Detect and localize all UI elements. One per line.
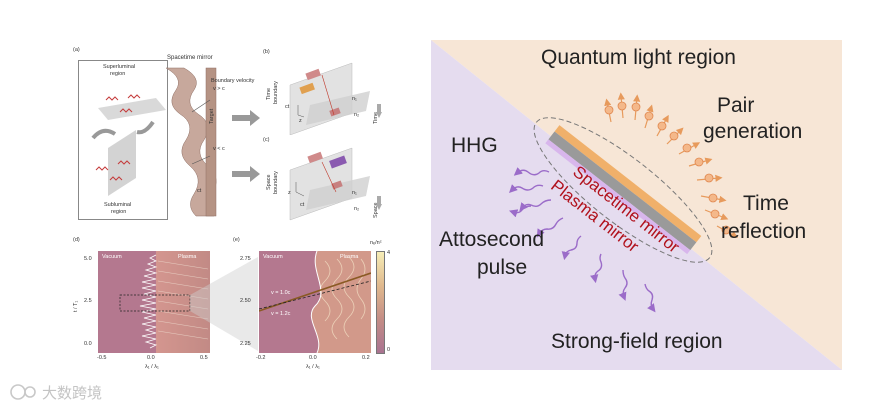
panel-e-ytick-3: 2.25 — [240, 341, 251, 347]
panel-c-ct: ct — [300, 202, 305, 208]
panel-d-vacuum: Vacuum — [102, 254, 122, 260]
panel-c-illustration — [289, 147, 370, 221]
panel-e-ytick-1: 2.75 — [240, 256, 251, 262]
panel-e-plot — [259, 251, 371, 353]
v-gt-c-label: v > c — [213, 86, 225, 92]
watermark: 大数跨境 — [10, 380, 102, 404]
panel-b-n2: n₂ — [354, 112, 360, 118]
colorbar-max: 4 — [387, 250, 391, 256]
panel-d-xlabel: λ₁ / λ₁ — [145, 364, 159, 370]
panel-a-box — [78, 60, 168, 220]
v-lt-c-label: v < c — [213, 146, 225, 152]
panel-b-side-1: Time — [266, 87, 272, 100]
arrow-to-b — [232, 110, 260, 126]
time-reflection-line-2: reflection — [721, 220, 807, 243]
boundary-velocity-label: Boundary velocity — [211, 78, 255, 84]
panel-d-plot — [98, 251, 210, 353]
watermark-logo-icon — [10, 384, 36, 400]
panel-e-ytick-2: 2.50 — [240, 298, 251, 304]
panel-e-xtick-3: 0.2 — [362, 355, 370, 361]
panel-d-ylabel: t / T₁ — [73, 300, 79, 312]
panel-d-xtick-1: -0.5 — [97, 355, 107, 361]
panel-c-n2: n₂ — [354, 206, 360, 212]
hhg-label: HHG — [451, 134, 498, 157]
panel-d-ytick-2: 2.5 — [84, 298, 92, 304]
strong-field-region-label: Strong-field region — [551, 330, 723, 353]
attosecond-pulse-line-1: Attosecond — [439, 228, 545, 251]
panel-e-label: (e) — [233, 237, 240, 243]
panel-a-illustration — [91, 67, 217, 217]
v1-label: v = 1.0c — [271, 290, 291, 296]
time-reflection-line-1: Time — [743, 192, 789, 215]
panel-d-plasma: Plasma — [178, 254, 197, 260]
panel-c-z: z — [288, 190, 291, 196]
panel-b-z: z — [299, 118, 302, 124]
panel-c-n1: n₁ — [352, 190, 357, 196]
arrow-to-c — [232, 166, 260, 182]
time-arrow-icon — [376, 104, 382, 118]
attosecond-pulse-line-2: pulse — [477, 256, 528, 279]
panel-e-plasma: Plasma — [340, 254, 359, 260]
colorbar-min: 0 — [387, 347, 391, 353]
left-figure: (a) Spacetime mirror Superluminal region… — [0, 0, 430, 411]
panel-b-n1: n₁ — [352, 96, 357, 102]
panel-e-xtick-1: -0.2 — [256, 355, 266, 361]
subluminal-label-2: region — [111, 209, 127, 215]
panel-e-vacuum: Vacuum — [263, 254, 283, 260]
pair-generation-line-1: Pair — [717, 94, 755, 117]
panel-d-ytick-3: 0.0 — [84, 341, 92, 347]
panel-e-xlabel: λ₁ / λ₁ — [306, 364, 320, 370]
zoom-connector — [190, 257, 258, 351]
panel-b-ct: ct — [285, 104, 290, 110]
panel-d-ytick-1: 5.0 — [84, 256, 92, 262]
superluminal-label-1: Superluminal — [103, 64, 136, 70]
subluminal-label-1: Subluminal — [104, 202, 132, 208]
space-arrow-icon — [376, 196, 382, 210]
panel-c-side-1: Space — [266, 174, 272, 190]
panel-a-label: (a) — [73, 47, 80, 53]
colorbar — [376, 251, 385, 354]
target-label: Target — [209, 108, 215, 124]
panel-d-label: (d) — [73, 237, 80, 243]
panel-b-illustration — [289, 62, 370, 135]
quantum-light-region-label: Quantum light region — [541, 46, 736, 69]
superluminal-label-2: region — [110, 71, 126, 77]
colorbar-title: nₑ/nᶜ — [370, 240, 382, 246]
panel-a-ct-label: ct — [197, 188, 202, 194]
right-figure: Quantum light region Pair generation HHG… — [431, 40, 842, 370]
panel-c-side-2: boundary — [273, 171, 279, 194]
panel-c-label: (c) — [263, 137, 270, 143]
panel-d-xtick-3: 0.5 — [200, 355, 208, 361]
pair-generation-line-2: generation — [703, 120, 803, 143]
panel-b-side-2: boundary — [273, 81, 279, 104]
panel-b-label: (b) — [263, 49, 270, 55]
panel-e-xtick-2: 0.0 — [309, 355, 317, 361]
emission-arrows — [509, 92, 739, 313]
v2-label: v = 1.2c — [271, 311, 291, 317]
panel-d-xtick-2: 0.0 — [147, 355, 155, 361]
spacetime-mirror-title: Spacetime mirror — [167, 55, 213, 61]
watermark-text: 大数跨境 — [42, 384, 103, 402]
